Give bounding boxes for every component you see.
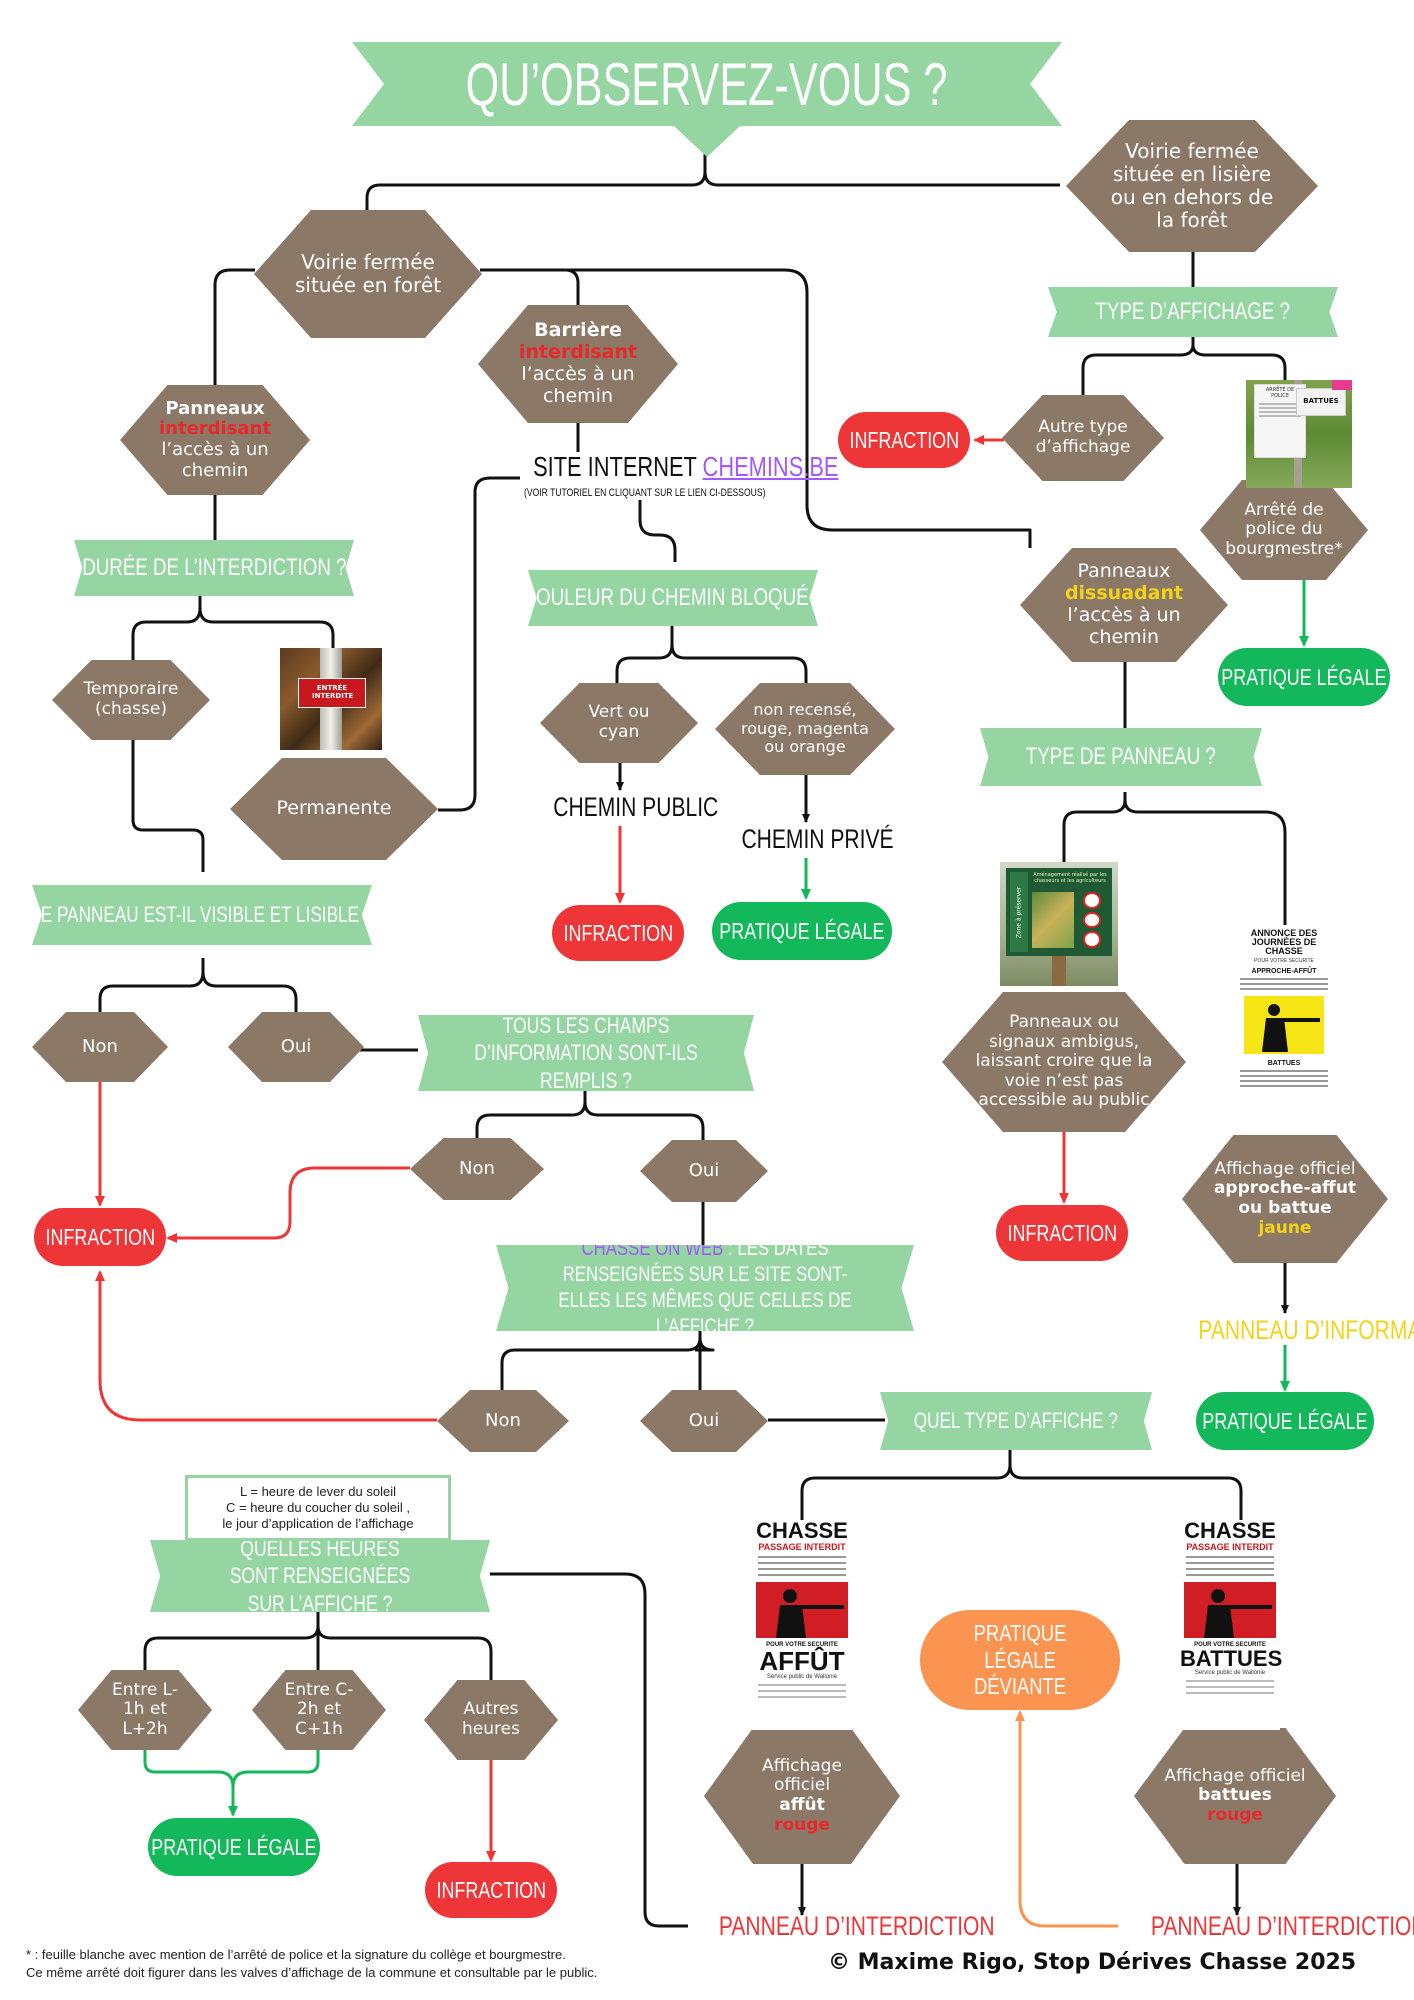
footnote-1: * : feuille blanche avec mention de l’ar… (26, 1947, 566, 1962)
banner-quelles-heures: QUELLES HEURES SONT RENSEIGNÉES SUR L’AF… (150, 1540, 490, 1612)
banner-quel-type-affiche: QUEL TYPE D’AFFICHE ? (880, 1392, 1152, 1450)
panneau-interdiction-battues-label: PANNEAU D’INTERDICTION (1150, 1911, 1414, 1941)
outcome-infraction-heures: INFRACTION (425, 1862, 557, 1918)
site-internet-label: SITE INTERNET CHEMINS.BE (533, 451, 839, 482)
chemins-be-link[interactable]: CHEMINS.BE (702, 451, 839, 482)
banner-chasse-on-web: CHASSE ON WEB : LES DATES RENSEIGNÉES SU… (496, 1245, 914, 1331)
chasse-on-web-link[interactable]: CHASSE ON WEB (581, 1236, 724, 1260)
panneau-information-label: PANNEAU D’INFORMATION (1198, 1315, 1414, 1345)
banner-duree-interdiction: DURÉE DE L’INTERDICTION ? (74, 540, 354, 596)
chemin-public-label: CHEMIN PUBLIC (553, 792, 719, 822)
outcome-infraction-visible: INFRACTION (34, 1208, 166, 1266)
node-autres-heures: Autres heures (424, 1680, 558, 1760)
title-ribbon (352, 42, 1062, 157)
chemin-prive-label: CHEMIN PRIVÉ (741, 824, 894, 854)
poster-chasse-battues: CHASSE PASSAGE INTERDIT POUR VOTRE SECUR… (1180, 1520, 1282, 1730)
node-autre-type: Autre type d’affichage (1002, 395, 1164, 481)
outcome-legal-deviante: PRATIQUE LÉGALE DÉVIANTE (920, 1610, 1120, 1710)
outcome-infraction-affichage: INFRACTION (838, 412, 970, 468)
page-title: QU’OBSERVEZ-VOUS ? (466, 51, 948, 118)
photo-arrete-police: ARRÊTÉ DE POLICE BATTUES (1246, 380, 1352, 488)
node-non-champs: Non (410, 1138, 544, 1200)
banner-champs-remplis: TOUS LES CHAMPS D’INFORMATION SONT-ILS R… (418, 1015, 754, 1091)
banner-type-panneau: TYPE DE PANNEAU ? (980, 728, 1262, 786)
photo-panneau-ambigu: Zone à préserver Aménagement réalisé par… (1000, 862, 1118, 986)
outcome-infraction-public: INFRACTION (552, 905, 684, 961)
node-entre-c: Entre C-2h et C+1h (252, 1670, 386, 1750)
banner-panneau-visible: LE PANNEAU EST-IL VISIBLE ET LISIBLE ? (32, 885, 372, 945)
poster-annonce-journees: ANNONCE DES JOURNÉES DE CHASSE POUR VOTR… (1230, 925, 1338, 1131)
outcome-legal-prive: PRATIQUE LÉGALE (712, 902, 892, 960)
banner-couleur-chemin: COULEUR DU CHEMIN BLOQUÉ ? (528, 570, 818, 626)
legend-box: L = heure de lever du soleil C = heure d… (185, 1475, 451, 1541)
banner-type-affichage: TYPE D’AFFICHAGE ? (1048, 287, 1338, 337)
poster-chasse-affut: CHASSE PASSAGE INTERDIT POUR VOTRE SECUR… (752, 1520, 852, 1730)
outcome-legal-heures: PRATIQUE LÉGALE (148, 1818, 320, 1876)
outcome-legal-arrete: PRATIQUE LÉGALE (1218, 648, 1390, 706)
outcome-infraction-ambigus: INFRACTION (996, 1205, 1128, 1261)
node-oui-champs: Oui (640, 1140, 768, 1202)
node-entre-l: Entre L-1h et L+2h (78, 1670, 212, 1750)
panneau-interdiction-affut-label: PANNEAU D’INTERDICTION (718, 1911, 995, 1941)
outcome-legal-information: PRATIQUE LÉGALE (1196, 1392, 1374, 1450)
node-voirie-lisiere: Voirie fermée située en lisière ou en de… (1066, 120, 1318, 252)
credit: © Maxime Rigo, Stop Dérives Chasse 2025 (828, 1950, 1357, 1975)
node-non-chasse-web: Non (437, 1390, 569, 1452)
tutoriel-note: (VOIR TUTORIEL EN CLIQUANT SUR LE LIEN C… (524, 487, 766, 499)
node-oui-chasse-web: Oui (640, 1390, 768, 1452)
photo-entree-interdite: ENTRÉE INTERDITE (280, 648, 382, 750)
footnote-2: Ce même arrêté doit figurer dans les val… (26, 1965, 598, 1980)
